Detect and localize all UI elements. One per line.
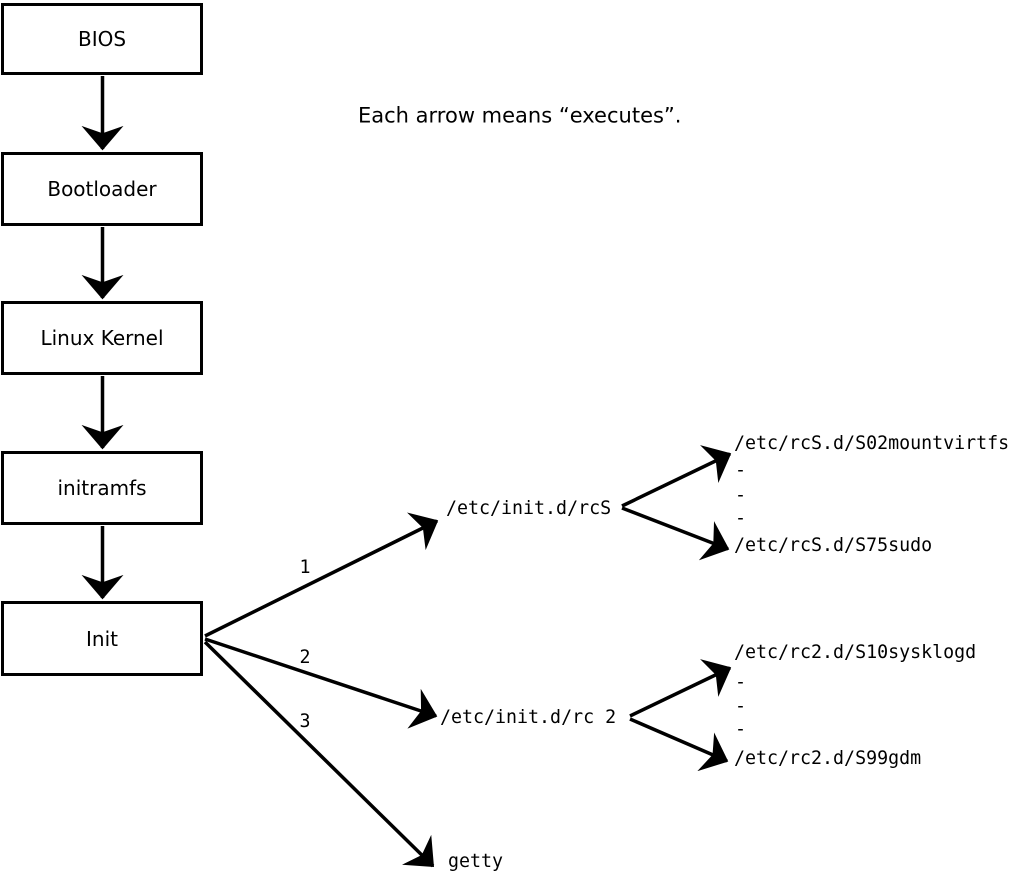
rc2-ellipsis-dash: - [735, 671, 747, 693]
rcs-script-last: /etc/rcS.d/S75sudo [734, 534, 933, 556]
branch-order-3: 3 [299, 710, 311, 732]
flow-box-linux-kernel: Linux Kernel [1, 301, 203, 375]
arrow-rc2-to-last-script [629, 717, 729, 772]
flow-box-init: Init [1, 601, 203, 676]
flow-box-bootloader-label: Bootloader [47, 177, 157, 201]
rcs-ellipsis-dash: - [735, 459, 747, 481]
arrow-rcs-to-first-script [621, 445, 732, 508]
flow-box-bios-label: BIOS [77, 27, 127, 51]
arrow-rcs-to-last-script [621, 506, 730, 561]
arrow-init-to-rc2 [204, 637, 438, 729]
flow-box-initramfs-label: initramfs [57, 476, 147, 500]
branch-order-1: 1 [299, 556, 311, 578]
rcs-ellipsis-dash: - [735, 484, 747, 506]
flow-box-initramfs: initramfs [1, 451, 203, 525]
target-rcs: /etc/init.d/rcS [446, 497, 612, 519]
flow-box-bootloader: Bootloader [1, 152, 203, 226]
arrow-init-to-getty [203, 640, 435, 868]
rc2-script-first: /etc/rc2.d/S10sysklogd [734, 641, 977, 663]
rc2-ellipsis-dash: - [735, 718, 747, 740]
target-getty: getty [448, 850, 504, 872]
target-rc2: /etc/init.d/rc 2 [440, 706, 617, 728]
branch-order-2: 2 [299, 646, 311, 668]
rcs-script-first: /etc/rcS.d/S02mountvirtfs [734, 432, 1010, 454]
arrow-init-to-rcs [204, 512, 439, 638]
rc2-script-last: /etc/rc2.d/S99gdm [734, 747, 922, 769]
flow-box-bios: BIOS [1, 3, 203, 75]
rc2-ellipsis-dash: - [735, 695, 747, 717]
flow-box-init-label: Init [86, 626, 118, 651]
rcs-ellipsis-dash: - [735, 507, 747, 529]
arrow-rc2-to-first-script [629, 659, 732, 718]
flow-box-linux-kernel-label: Linux Kernel [40, 326, 164, 350]
legend-note: Each arrow means “executes”. [358, 103, 682, 128]
